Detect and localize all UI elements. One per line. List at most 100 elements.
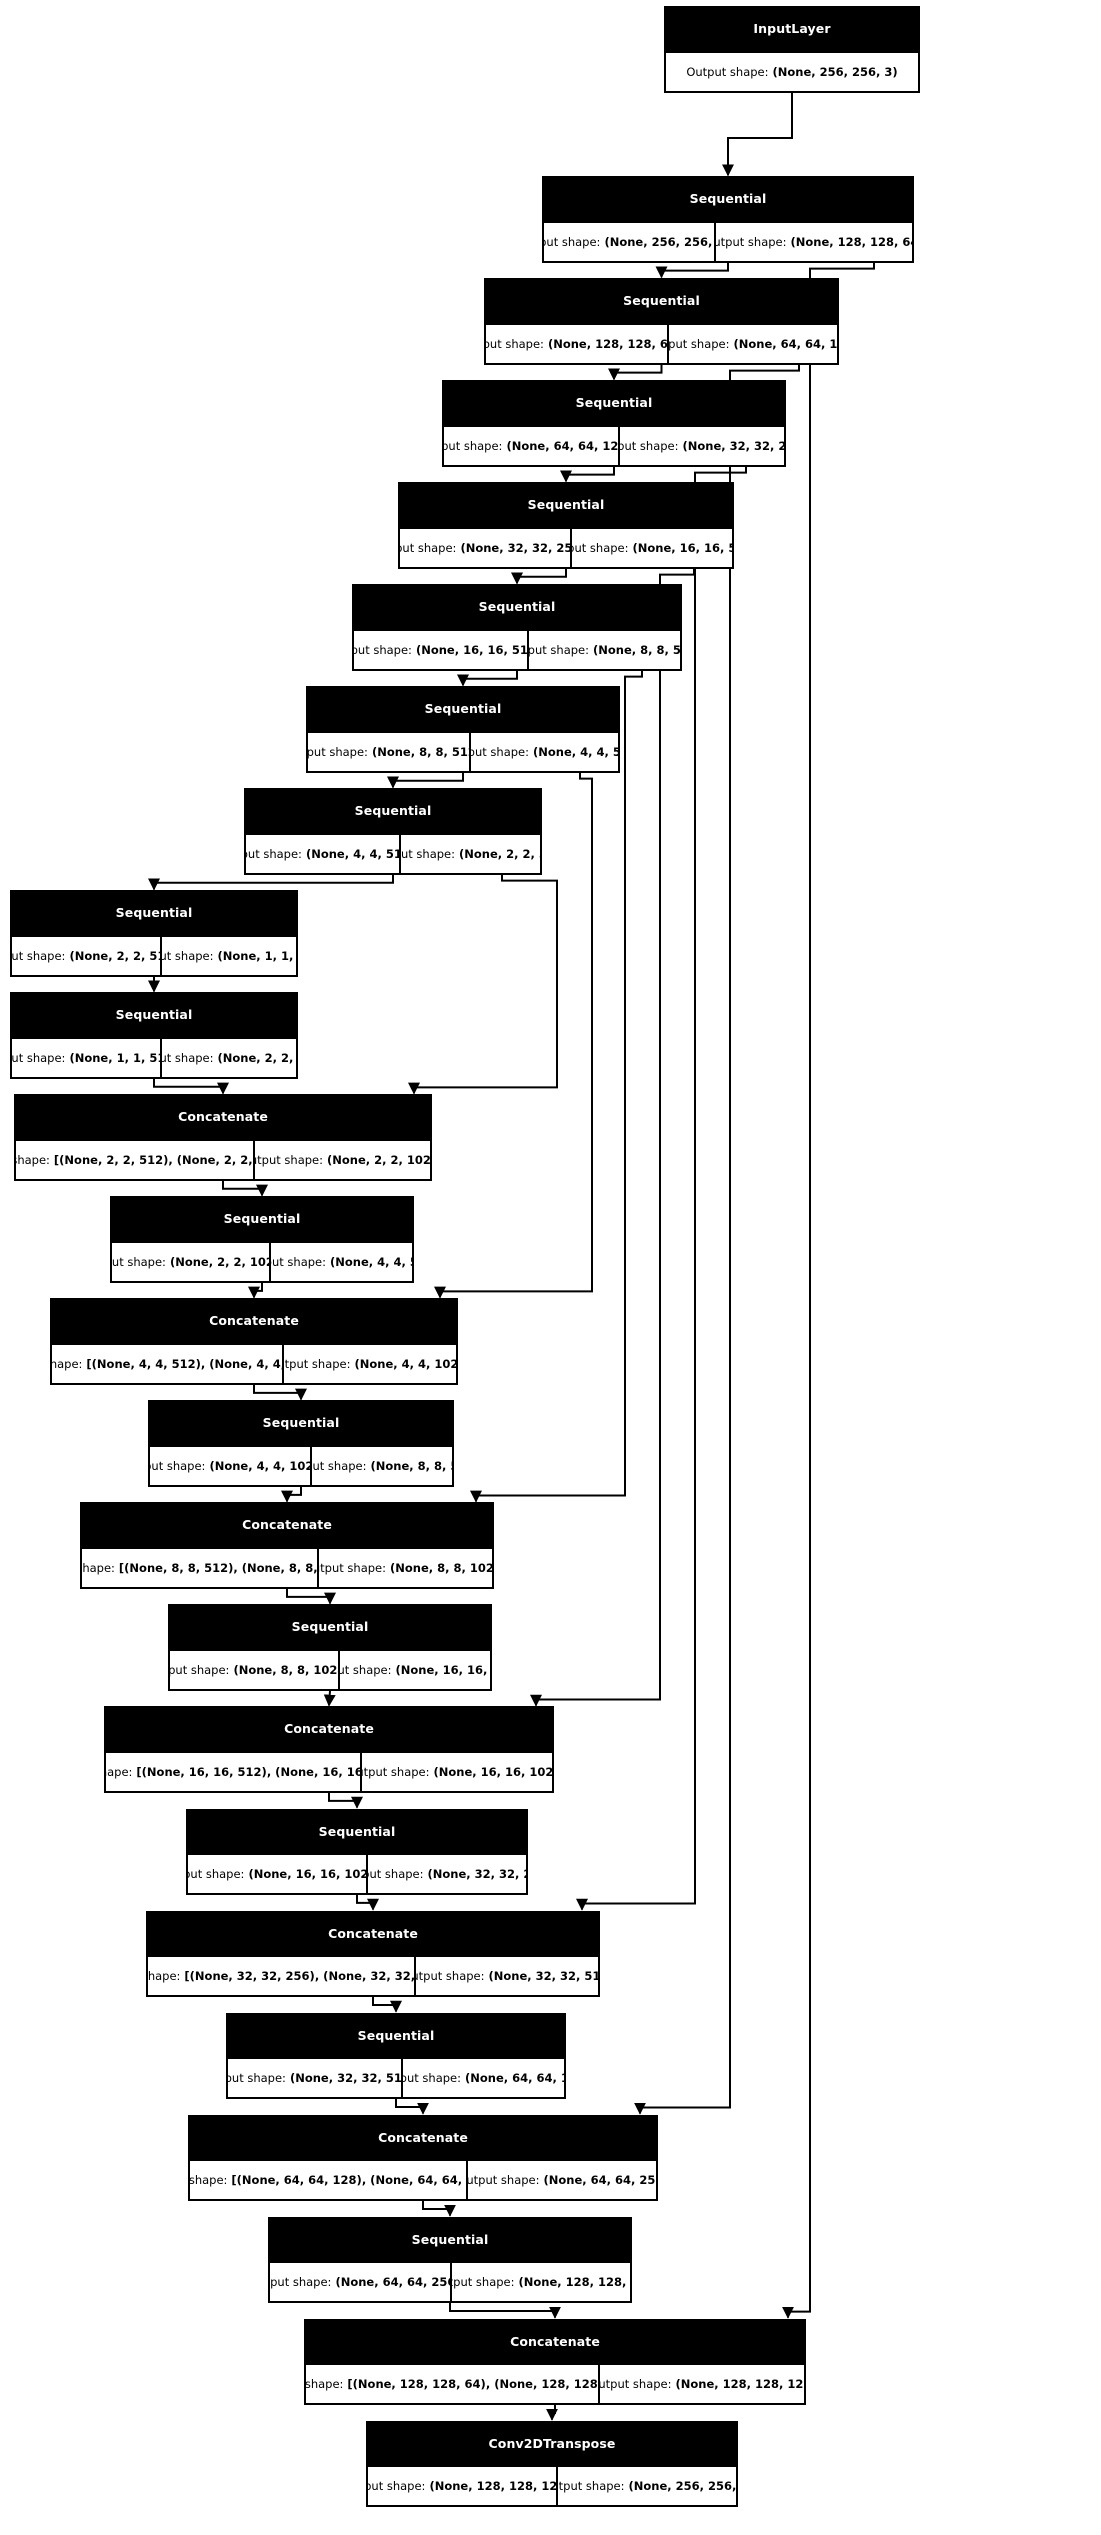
node-input-value: (None, 2, 2, 1024) (169, 1254, 269, 1269)
node-output-label: Output shape: (572, 540, 629, 555)
node-output-value: (None, 2, 2, 1024) (327, 1152, 430, 1167)
node-input-label: Input shape: (246, 846, 302, 861)
node-title: InputLayer (666, 8, 918, 51)
node-output-label: Output shape: (162, 1050, 214, 1065)
edge (422, 2200, 456, 2217)
node-output-shape: Output shape:(None, 8, 8, 512) (312, 1445, 452, 1485)
node-input-label: Input shape: (112, 1254, 166, 1269)
edge (153, 1078, 229, 1095)
node-output-shape: Output shape:(None, 8, 8, 512) (529, 628, 680, 669)
edge (655, 262, 729, 279)
node-output-value: (None, 16, 16, 512) (632, 540, 732, 555)
edge (248, 1282, 263, 1299)
node-input-value: (None, 256, 256, 3) (604, 234, 714, 249)
graph-node-sequential: SequentialInput shape:(None, 64, 64, 128… (442, 380, 786, 467)
node-output-label: Output shape: (529, 642, 590, 657)
node-output-label: Output shape: (600, 2377, 672, 2392)
node-input-value: [(None, 4, 4, 512), (None, 4, 4, 512)] (86, 1356, 284, 1371)
graph-node-concatenate: ConcatenateInput shape:[(None, 2, 2, 512… (14, 1094, 432, 1181)
node-input-value: [(None, 128, 128, 64), (None, 128, 128, … (347, 2377, 600, 2392)
node-output-value: (None, 64, 64, 128) (733, 336, 837, 351)
node-input-label: Input shape: (228, 2071, 286, 2085)
graph-node-concatenate: ConcatenateInput shape:[(None, 8, 8, 512… (80, 1502, 494, 1589)
node-output-value: (None, 2, 2, 512) (217, 1050, 296, 1065)
node-input-label: Input shape: (150, 1458, 206, 1473)
node-input-label: Input shape: (148, 1968, 181, 1983)
node-output-value: (None, 32, 32, 256) (427, 1866, 526, 1881)
node-output-shape: Output shape:(None, 32, 32, 256) (620, 424, 784, 465)
edge (782, 262, 875, 2319)
node-input-shape: Input shape:[(None, 32, 32, 256), (None,… (148, 1955, 416, 1995)
node-output-value: (None, 128, 128, 64) (790, 234, 912, 249)
node-title: Concatenate (82, 1504, 492, 1548)
node-input-shape: Input shape:(None, 4, 4, 1024) (150, 1445, 312, 1485)
node-output-label: Output shape: (716, 234, 787, 249)
node-input-label: Input shape: (106, 1764, 133, 1779)
node-shape-row: Input shape:(None, 4, 4, 512)Output shap… (246, 832, 540, 873)
node-title: Sequential (400, 484, 732, 527)
edge (560, 466, 615, 483)
node-output-label: Output shape: (471, 744, 530, 759)
node-title: Sequential (308, 688, 618, 731)
node-output-shape: Output shape:(None, 16, 16, 512) (340, 1649, 490, 1689)
graph-node-sequential: SequentialInput shape:(None, 1, 1, 512)O… (10, 992, 298, 1079)
node-input-shape: Input shape:(None, 32, 32, 512) (228, 2057, 403, 2097)
node-output-label: Output shape: (284, 1356, 351, 1371)
node-shape-row: Input shape:(None, 32, 32, 256)Output sh… (400, 526, 732, 567)
node-output-value: (None, 8, 8, 512) (370, 1458, 452, 1473)
node-input-shape: Input shape:(None, 8, 8, 1024) (170, 1649, 340, 1689)
edge (395, 2098, 429, 2115)
node-input-shape: Input shape:(None, 64, 64, 256) (270, 2261, 452, 2301)
node-title: Concatenate (190, 2116, 656, 2160)
graph-node-sequential: SequentialInput shape:(None, 16, 16, 512… (352, 584, 682, 671)
node-input-label: Input shape: (354, 642, 412, 657)
node-input-value: (None, 1, 1, 512) (69, 1050, 160, 1065)
node-output-value: (None, 64, 64, 128) (465, 2071, 566, 2085)
node-shape-row: Input shape:(None, 32, 32, 512)Output sh… (228, 2057, 566, 2097)
node-output-shape: Output shape:(None, 128, 128, 64) (716, 220, 912, 261)
node-shape-row: Input shape:[(None, 64, 64, 128), (None,… (190, 2159, 658, 2199)
node-output-shape: Output shape:(None, 32, 32, 512) (416, 1955, 600, 1995)
node-output-shape: Output shape:(None, 64, 64, 256) (468, 2159, 658, 2199)
node-input-value: (None, 8, 8, 1024) (233, 1662, 340, 1677)
node-input-shape: Input shape:(None, 256, 256, 3) (544, 220, 716, 261)
node-input-label: Input shape: (16, 1152, 50, 1167)
node-shape-row: Input shape:(None, 2, 2, 512)Output shap… (12, 934, 296, 975)
node-shape-row: Input shape:(None, 8, 8, 1024)Output sha… (170, 1649, 490, 1689)
node-input-label: Input shape: (444, 438, 503, 453)
graph-node-concatenate: ConcatenateInput shape:[(None, 4, 4, 512… (50, 1298, 458, 1385)
node-input-label: Input shape: (52, 1356, 83, 1371)
node-shape-row: Input shape:(None, 128, 128, 64)Output s… (486, 322, 837, 363)
graph-node-concatenate: ConcatenateInput shape:[(None, 128, 128,… (304, 2318, 806, 2405)
node-output-value: (None, 4, 4, 512) (330, 1254, 412, 1269)
node-title: Sequential (12, 892, 296, 935)
node-input-value: [(None, 16, 16, 512), (None, 16, 16, 512… (136, 1764, 362, 1779)
node-output-shape: Output shape:(None, 1, 1, 512) (162, 934, 296, 975)
node-input-shape: Input shape:[(None, 16, 16, 512), (None,… (106, 1751, 362, 1791)
graph-node-sequential: SequentialInput shape:(None, 8, 8, 1024)… (168, 1604, 492, 1691)
node-shape-row: Output shape:(None, 256, 256, 3) (666, 50, 918, 91)
node-output-value: (None, 128, 128, 64) (518, 2275, 632, 2290)
node-title: Concatenate (148, 1912, 598, 1956)
node-title: Concatenate (106, 1708, 552, 1752)
node-title: Conv2DTranspose (368, 2422, 736, 2466)
node-input-label: Input shape: (486, 336, 544, 351)
node-shape-row: Input shape:(None, 8, 8, 512)Output shap… (308, 730, 618, 771)
node-input-shape: Input shape:[(None, 2, 2, 512), (None, 2… (16, 1138, 255, 1179)
node-shape-row: Input shape:(None, 64, 64, 128)Output sh… (444, 424, 784, 465)
node-input-shape: Input shape:(None, 16, 16, 1024) (188, 1853, 368, 1893)
edge (576, 466, 747, 1911)
node-output-value: (None, 256, 256, 3) (628, 2479, 738, 2494)
node-output-label: Output shape: (558, 2479, 625, 2494)
node-input-shape: Input shape:(None, 128, 128, 128) (368, 2465, 558, 2505)
node-output-label: Output shape: (368, 1866, 424, 1881)
edge (449, 2302, 561, 2319)
node-input-shape: Input shape:(None, 32, 32, 256) (400, 526, 572, 567)
node-input-value: (None, 16, 16, 1024) (248, 1866, 368, 1881)
node-input-shape: Input shape:[(None, 64, 64, 128), (None,… (190, 2159, 468, 2199)
node-input-shape: Input shape:[(None, 4, 4, 512), (None, 4… (52, 1343, 284, 1383)
node-output-shape: Output shape:(None, 64, 64, 128) (669, 322, 837, 363)
node-output-label: Output shape: (403, 2071, 462, 2085)
node-output-label: Output shape: (255, 1152, 324, 1167)
node-input-shape: Input shape:(None, 2, 2, 1024) (112, 1240, 271, 1281)
